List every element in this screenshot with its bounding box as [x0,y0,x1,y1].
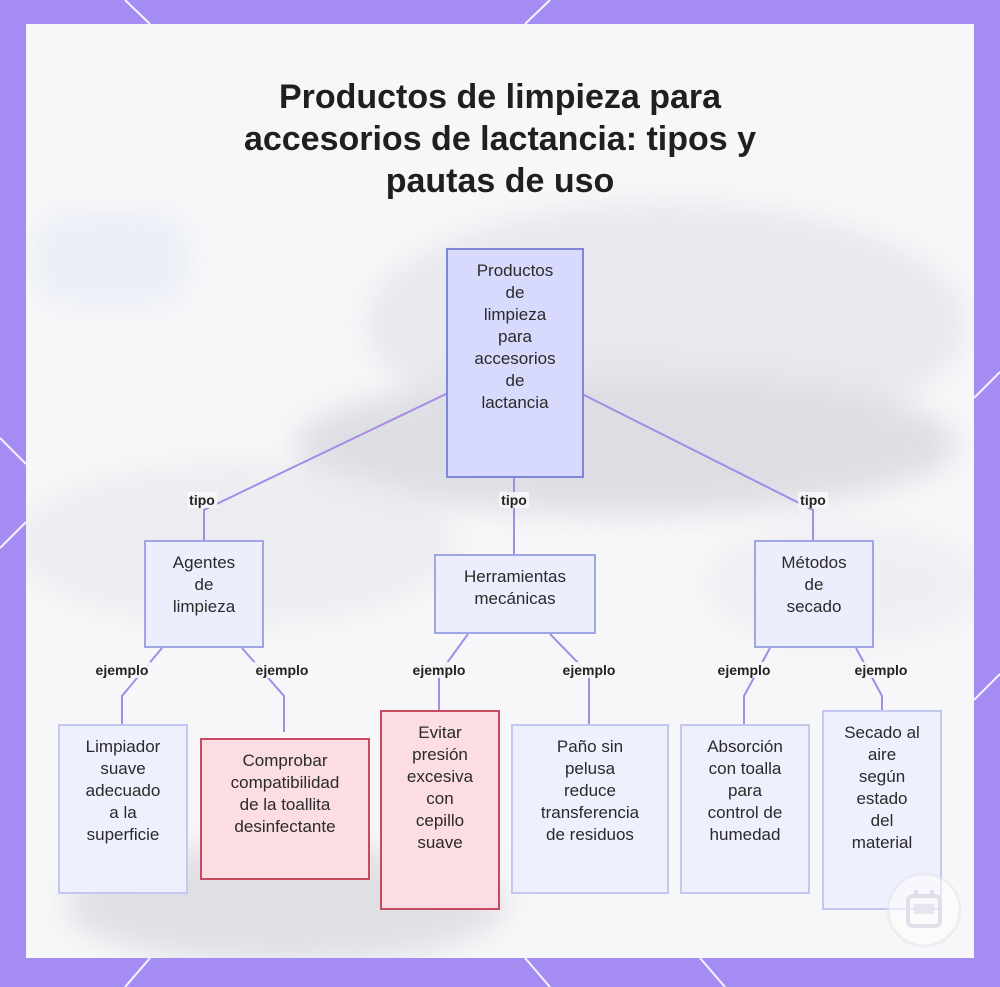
edge-root-metodos [582,394,813,540]
edge-label-tipo: tipo [499,492,529,508]
edge-label-ejemplo: ejemplo [853,662,910,678]
category-node-agentes: Agentes de limpieza [144,540,264,648]
diagram-panel: Productos de limpieza para accesorios de… [26,24,974,958]
edge-label-ejemplo: ejemplo [561,662,618,678]
category-node-metodos: Métodos de secado [754,540,874,648]
edge-label-ejemplo: ejemplo [411,662,468,678]
edge-herramientas-pano [550,634,589,724]
edge-metodos-secado [856,648,882,710]
edge-label-ejemplo: ejemplo [716,662,773,678]
category-node-herramientas: Herramientas mecánicas [434,554,596,634]
edge-label-tipo: tipo [187,492,217,508]
example-node-limpiador: Limpiador suave adecuado a la superficie [58,724,188,894]
edge-root-agentes [204,394,446,540]
example-node-absorcion: Absorción con toalla para control de hum… [680,724,810,894]
brand-logo-icon [884,870,964,950]
root-node: Productos de limpieza para accesorios de… [446,248,584,478]
example-node-comprobar: Comprobar compatibilidad de la toallita … [200,738,370,880]
edge-agentes-comprobar [242,648,284,732]
edge-metodos-absorcion [744,648,770,724]
edge-agentes-limpiador [122,648,162,724]
example-node-pano: Paño sin pelusa reduce transferencia de … [511,724,669,894]
edge-label-ejemplo: ejemplo [94,662,151,678]
example-node-evitar: Evitar presión excesiva con cepillo suav… [380,710,500,910]
edge-label-ejemplo: ejemplo [254,662,311,678]
edge-label-tipo: tipo [798,492,828,508]
